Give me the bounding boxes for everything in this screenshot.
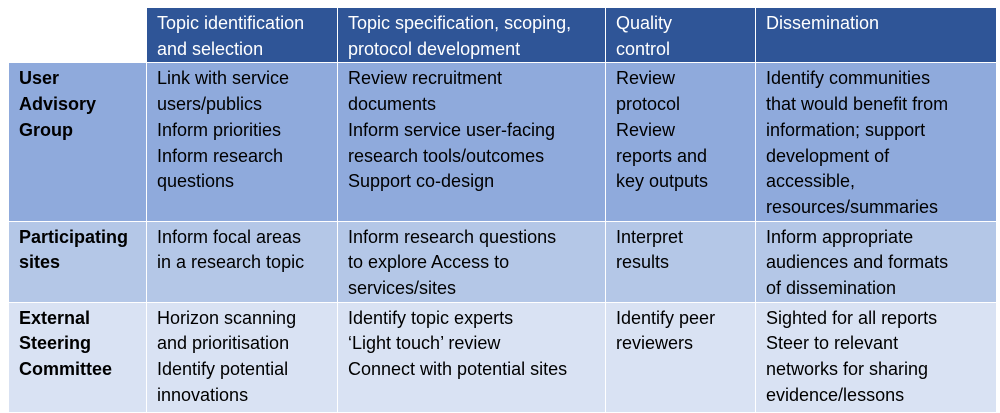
table-row-user-advisory-group: User Advisory Group Link with service us…: [8, 62, 997, 222]
column-header-quality-control: Quality control: [605, 6, 756, 64]
table-cell: Identify peer reviewers: [605, 301, 756, 413]
table-cell: Inform research questions to explore Acc…: [337, 220, 606, 303]
table-cell: Review recruitment documents Inform serv…: [337, 62, 606, 222]
table-cell: Identify communities that would benefit …: [755, 62, 997, 222]
roles-table: Topic identification and selection Topic…: [8, 6, 997, 413]
table-cell: Sighted for all reports Steer to relevan…: [755, 301, 997, 413]
table-row-external-steering-committee: External Steering Committee Horizon scan…: [8, 301, 997, 413]
table-cell: Horizon scanning and prioritisation Iden…: [146, 301, 338, 413]
table-cell: Identify topic experts ‘Light touch’ rev…: [337, 301, 606, 413]
column-header-topic-identification: Topic identification and selection: [146, 6, 338, 64]
table-cell: Inform appropriate audiences and formats…: [755, 220, 997, 303]
header-row: Topic identification and selection Topic…: [8, 6, 997, 64]
table-cell: Inform focal areas in a research topic: [146, 220, 338, 303]
table-row-participating-sites: Participating sites Inform focal areas i…: [8, 220, 997, 303]
column-header-topic-specification: Topic specification, scoping, protocol d…: [337, 6, 606, 64]
row-label-user-advisory-group: User Advisory Group: [8, 62, 147, 222]
row-label-participating-sites: Participating sites: [8, 220, 147, 303]
table-cell: Review protocol Review reports and key o…: [605, 62, 756, 222]
table-cell: Interpret results: [605, 220, 756, 303]
table-cell: Link with service users/publics Inform p…: [146, 62, 338, 222]
corner-cell: [8, 6, 147, 64]
column-header-dissemination: Dissemination: [755, 6, 997, 64]
row-label-external-steering-committee: External Steering Committee: [8, 301, 147, 413]
